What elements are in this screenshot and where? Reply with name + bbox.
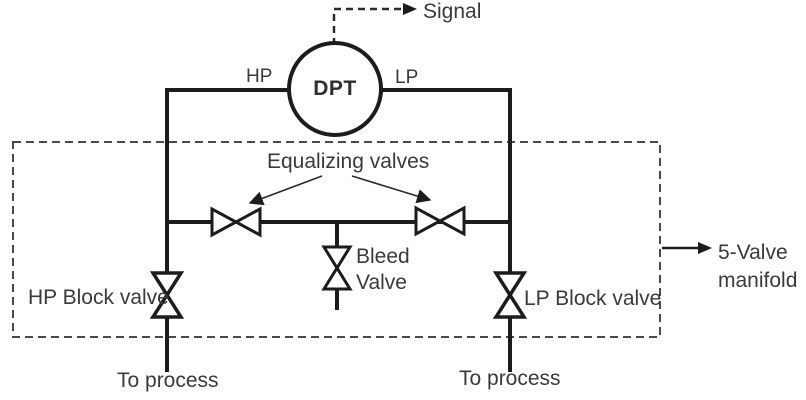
- hp-impulse-line: [165, 88, 288, 372]
- signal-arrowhead-icon: [403, 3, 417, 15]
- equalizing-valve-left-icon: [210, 206, 262, 238]
- hp-port-label: HP: [246, 66, 273, 87]
- lp-block-valve-label: LP Block valve: [524, 287, 662, 310]
- dpt-tag-label: DPT: [313, 77, 357, 100]
- bleed-valve-label-line2: Valve: [356, 271, 407, 294]
- lp-block-valve-icon: [492, 271, 528, 319]
- dpt-instrument-circle: [287, 41, 383, 137]
- lp-port-label: LP: [395, 67, 419, 88]
- manifold-callout-label-line1: 5-Valve: [718, 241, 788, 264]
- bleed-valve-label-line1: Bleed: [356, 245, 410, 268]
- lp-impulse-line: [382, 88, 512, 372]
- signal-line: [332, 7, 403, 45]
- hp-block-valve-icon: [149, 271, 185, 319]
- manifold-boundary-box: [12, 141, 661, 338]
- to-process-left-label: To process: [117, 369, 219, 392]
- manifold-callout-arrowhead-icon: [698, 242, 712, 254]
- signal-label: Signal: [423, 0, 482, 23]
- bleed-valve-icon: [321, 245, 353, 291]
- equalizing-valve-right-icon: [414, 205, 466, 237]
- manifold-callout-label-line2: manifold: [718, 269, 798, 292]
- equalizing-valves-label: Equalizing valves: [267, 150, 430, 173]
- equalizing-pointer-right: [351, 175, 432, 204]
- to-process-right-label: To process: [459, 367, 561, 390]
- equalizing-pointer-left: [248, 175, 323, 206]
- hp-block-valve-label: HP Block valve: [28, 286, 169, 309]
